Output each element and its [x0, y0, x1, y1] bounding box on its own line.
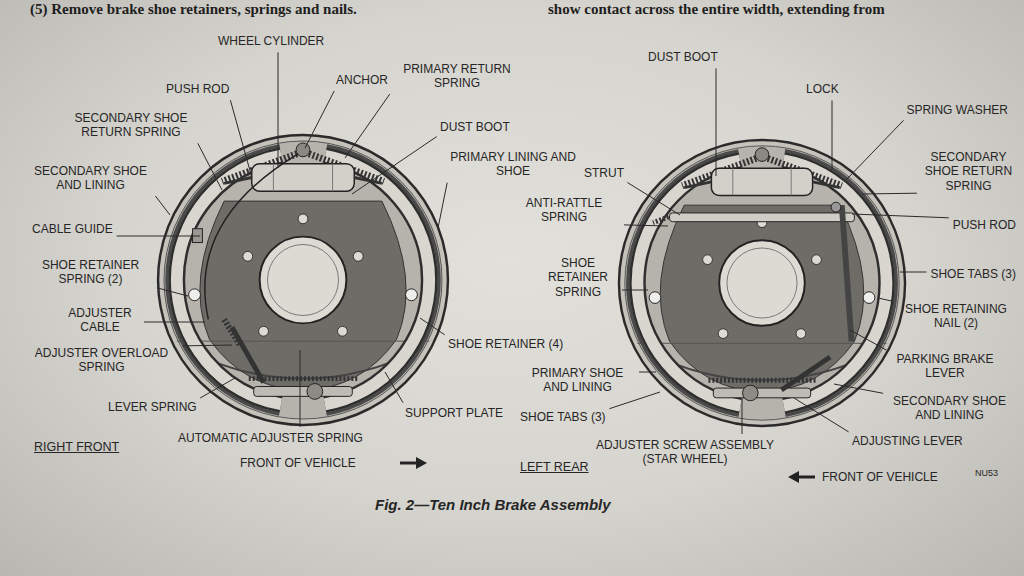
view-label: LEFT REAR [520, 460, 589, 475]
leader-line [278, 52, 279, 168]
leader-line [622, 290, 648, 291]
part-label: SHOE TABS (3) [520, 410, 606, 424]
leader-line [345, 94, 390, 158]
part-label: SHOE TABS (3) [930, 267, 1016, 281]
leader-line [609, 392, 660, 409]
leader-line [438, 183, 447, 228]
part-label: PUSH ROD [166, 82, 229, 96]
part-label: SECONDARY SHOE AND LINING [28, 164, 153, 193]
part-label: PRIMARY SHOE AND LINING [520, 366, 635, 395]
leader-line [200, 378, 235, 398]
part-label: LEVER SPRING [108, 400, 197, 414]
leader-line [117, 236, 200, 237]
leader-line [639, 372, 656, 373]
leader-line [230, 100, 252, 178]
leader-line [627, 183, 680, 216]
leader-line [624, 225, 668, 226]
part-label: DUST BOOT [440, 120, 510, 134]
direction-label: FRONT OF VEHICLE [822, 470, 938, 484]
part-label: ADJUSTER OVERLOAD SPRING [24, 346, 179, 375]
part-label: SECONDARY SHOE RETURN SPRING [66, 111, 196, 140]
leader-line [900, 272, 926, 273]
leader-line [144, 322, 205, 323]
leader-line [157, 288, 188, 296]
leader-line [742, 398, 743, 434]
leader-line [300, 350, 301, 427]
part-label: LOCK [806, 82, 839, 96]
leader-line [198, 143, 222, 190]
page-text: (5) Remove brake shoe retainers, springs… [30, 0, 357, 18]
part-label: PARKING BRAKE LEVER [890, 352, 1000, 381]
part-label: PRIMARY LINING AND SHOE [448, 150, 578, 179]
part-label: SECONDARY SHOE RETURN SPRING [921, 150, 1016, 193]
part-label: SHOE RETAINER (4) [448, 337, 563, 351]
leader-line [878, 298, 892, 301]
part-label: ANCHOR [336, 73, 388, 87]
leader-line [420, 318, 445, 335]
leader-line [155, 196, 170, 215]
part-label: SPRING WASHER [906, 103, 1008, 117]
part-label: ADJUSTER SCREW ASSEMBLY (STAR WHEEL) [585, 438, 785, 467]
part-label: ADJUSTER CABLE [60, 306, 140, 335]
part-label: WHEEL CYLINDER [218, 34, 324, 48]
leader-line [862, 193, 917, 195]
part-label: ADJUSTING LEVER [852, 434, 963, 448]
leader-line [794, 398, 849, 432]
direction-label: FRONT OF VEHICLE [240, 456, 356, 470]
leader-line [183, 345, 232, 347]
part-label: AUTOMATIC ADJUSTER SPRING [178, 431, 363, 445]
part-label: SHOE RETAINING NAIL (2) [896, 302, 1016, 331]
leader-line [716, 68, 717, 176]
part-label: STRUT [584, 166, 624, 180]
page-text: show contact across the entire width, ex… [548, 0, 885, 18]
leader-line [846, 120, 904, 180]
part-label: PRIMARY RETURN SPRING [392, 62, 522, 91]
figure-code: NU53 [975, 468, 998, 479]
part-label: DUST BOOT [648, 50, 718, 64]
leader-line [832, 100, 833, 170]
part-label: SECONDARY SHOE AND LINING [887, 394, 1012, 423]
part-label: SHOE RETAINER SPRING [538, 256, 618, 299]
figure-caption: Fig. 2—Ten Inch Brake Assembly [375, 496, 611, 514]
view-label: RIGHT FRONT [34, 440, 119, 455]
part-label: SUPPORT PLATE [405, 406, 503, 420]
leader-line [850, 330, 887, 350]
leader-line [352, 137, 437, 194]
part-label: ANTI-RATTLE SPRING [508, 196, 620, 225]
leader-line [852, 214, 949, 218]
part-label: CABLE GUIDE [32, 222, 113, 236]
leader-line [305, 91, 334, 148]
part-label: SHOE RETAINER SPRING (2) [28, 258, 153, 287]
leader-line [385, 372, 403, 403]
part-label: PUSH ROD [953, 218, 1016, 232]
leader-line [834, 384, 883, 393]
